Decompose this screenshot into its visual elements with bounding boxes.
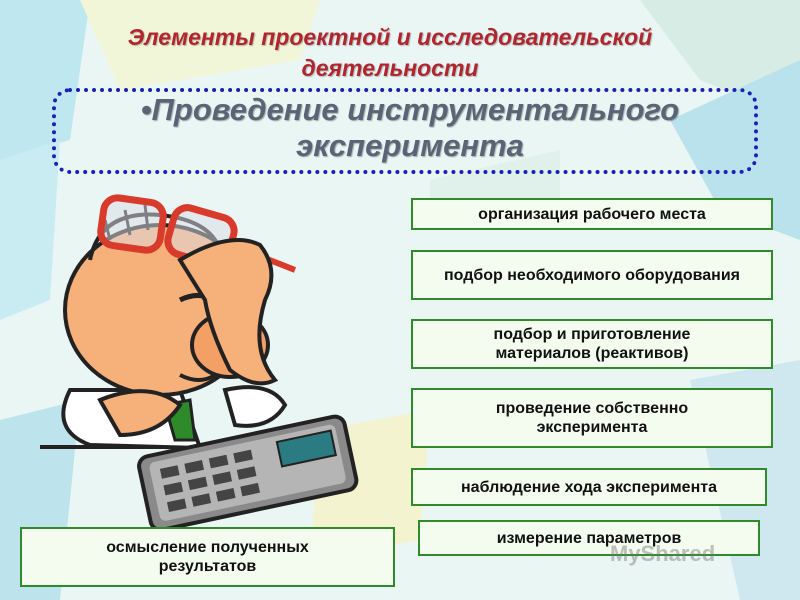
step-box-3: подбор и приготовление материалов (реакт… [411, 319, 773, 369]
step-box-6: измерение параметров [418, 520, 760, 556]
step-box-1: организация рабочего места [411, 198, 773, 230]
step-box-4: проведение собственно эксперимента [411, 388, 773, 448]
step-box-5: наблюдение хода эксперимента [411, 468, 767, 506]
watermark-logo-icon: MyShared [610, 541, 716, 566]
scientist-calculator-illustration [40, 194, 359, 530]
slide-subtitle: •Проведение инструментального эксперимен… [140, 92, 680, 163]
subtitle-frame [52, 88, 758, 174]
result-box: осмысление полученных результатов [20, 527, 395, 587]
slide-title: Элементы проектной и исследовательской д… [127, 24, 653, 81]
step-box-2: подбор необходимого оборудования [411, 250, 773, 300]
